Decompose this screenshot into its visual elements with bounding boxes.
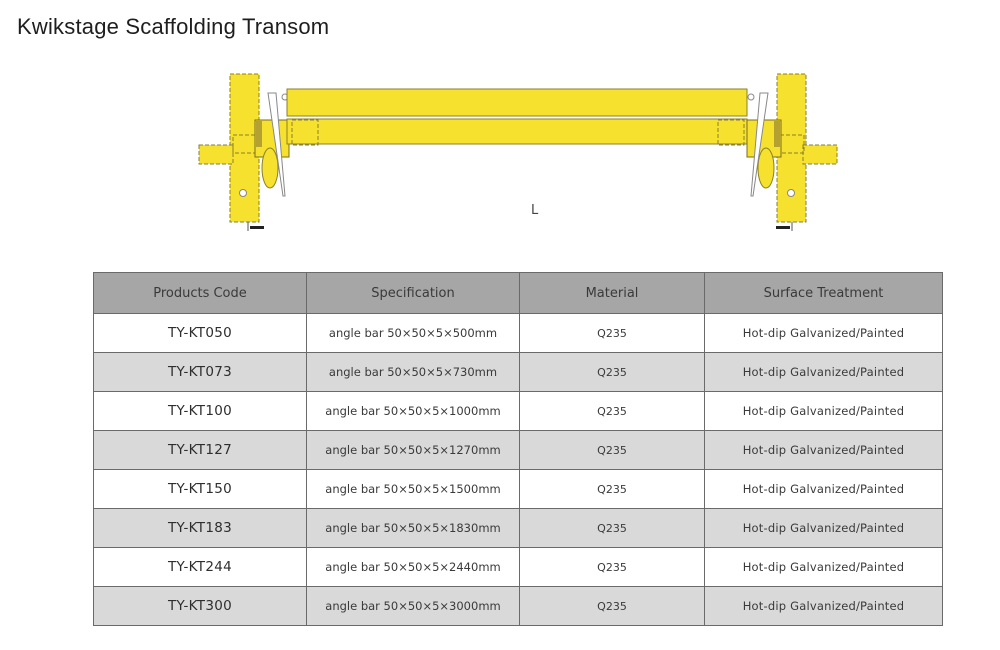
header-material: Material: [519, 272, 705, 314]
table-row: TY-KT050 angle bar 50×50×5×500mm Q235 Ho…: [93, 313, 943, 353]
transom-diagram: [198, 73, 838, 231]
specification: angle bar 50×50×5×2440mm: [306, 547, 520, 587]
material: Q235: [519, 430, 705, 470]
product-code: TY-KT244: [93, 547, 307, 587]
product-code: TY-KT050: [93, 313, 307, 353]
product-code: TY-KT183: [93, 508, 307, 548]
header-surface-treatment: Surface Treatment: [704, 272, 943, 314]
surface-treatment: Hot-dip Galvanized/Painted: [704, 313, 943, 353]
specification: angle bar 50×50×5×3000mm: [306, 586, 520, 626]
specification: angle bar 50×50×5×1270mm: [306, 430, 520, 470]
table-row: TY-KT127 angle bar 50×50×5×1270mm Q235 H…: [93, 430, 943, 470]
specification: angle bar 50×50×5×500mm: [306, 313, 520, 353]
surface-treatment: Hot-dip Galvanized/Painted: [704, 352, 943, 392]
material: Q235: [519, 469, 705, 509]
table-row: TY-KT100 angle bar 50×50×5×1000mm Q235 H…: [93, 391, 943, 431]
product-code: TY-KT100: [93, 391, 307, 431]
surface-treatment: Hot-dip Galvanized/Painted: [704, 391, 943, 431]
surface-treatment: Hot-dip Galvanized/Painted: [704, 547, 943, 587]
product-spec-table: Products Code Specification Material Sur…: [93, 272, 943, 626]
surface-treatment: Hot-dip Galvanized/Painted: [704, 430, 943, 470]
material: Q235: [519, 547, 705, 587]
table-header-row: Products Code Specification Material Sur…: [93, 272, 943, 314]
surface-treatment: Hot-dip Galvanized/Painted: [704, 586, 943, 626]
header-specification: Specification: [306, 272, 520, 314]
surface-treatment: Hot-dip Galvanized/Painted: [704, 469, 943, 509]
product-code: TY-KT150: [93, 469, 307, 509]
table-row: TY-KT183 angle bar 50×50×5×1830mm Q235 H…: [93, 508, 943, 548]
product-code: TY-KT300: [93, 586, 307, 626]
material: Q235: [519, 391, 705, 431]
table-row: TY-KT073 angle bar 50×50×5×730mm Q235 Ho…: [93, 352, 943, 392]
length-dimension-label: L: [531, 203, 539, 218]
table-row: TY-KT150 angle bar 50×50×5×1500mm Q235 H…: [93, 469, 943, 509]
right-standard: [746, 73, 838, 231]
surface-treatment: Hot-dip Galvanized/Painted: [704, 508, 943, 548]
page-title: Kwikstage Scaffolding Transom: [17, 14, 330, 39]
specification: angle bar 50×50×5×1830mm: [306, 508, 520, 548]
specification: angle bar 50×50×5×1000mm: [306, 391, 520, 431]
product-code: TY-KT073: [93, 352, 307, 392]
table-row: TY-KT244 angle bar 50×50×5×2440mm Q235 H…: [93, 547, 943, 587]
specification: angle bar 50×50×5×730mm: [306, 352, 520, 392]
material: Q235: [519, 313, 705, 353]
transom-bars: [286, 88, 748, 146]
material: Q235: [519, 508, 705, 548]
header-products-code: Products Code: [93, 272, 307, 314]
table-row: TY-KT300 angle bar 50×50×5×3000mm Q235 H…: [93, 586, 943, 626]
left-standard: [198, 73, 290, 231]
material: Q235: [519, 586, 705, 626]
specification: angle bar 50×50×5×1500mm: [306, 469, 520, 509]
product-code: TY-KT127: [93, 430, 307, 470]
material: Q235: [519, 352, 705, 392]
